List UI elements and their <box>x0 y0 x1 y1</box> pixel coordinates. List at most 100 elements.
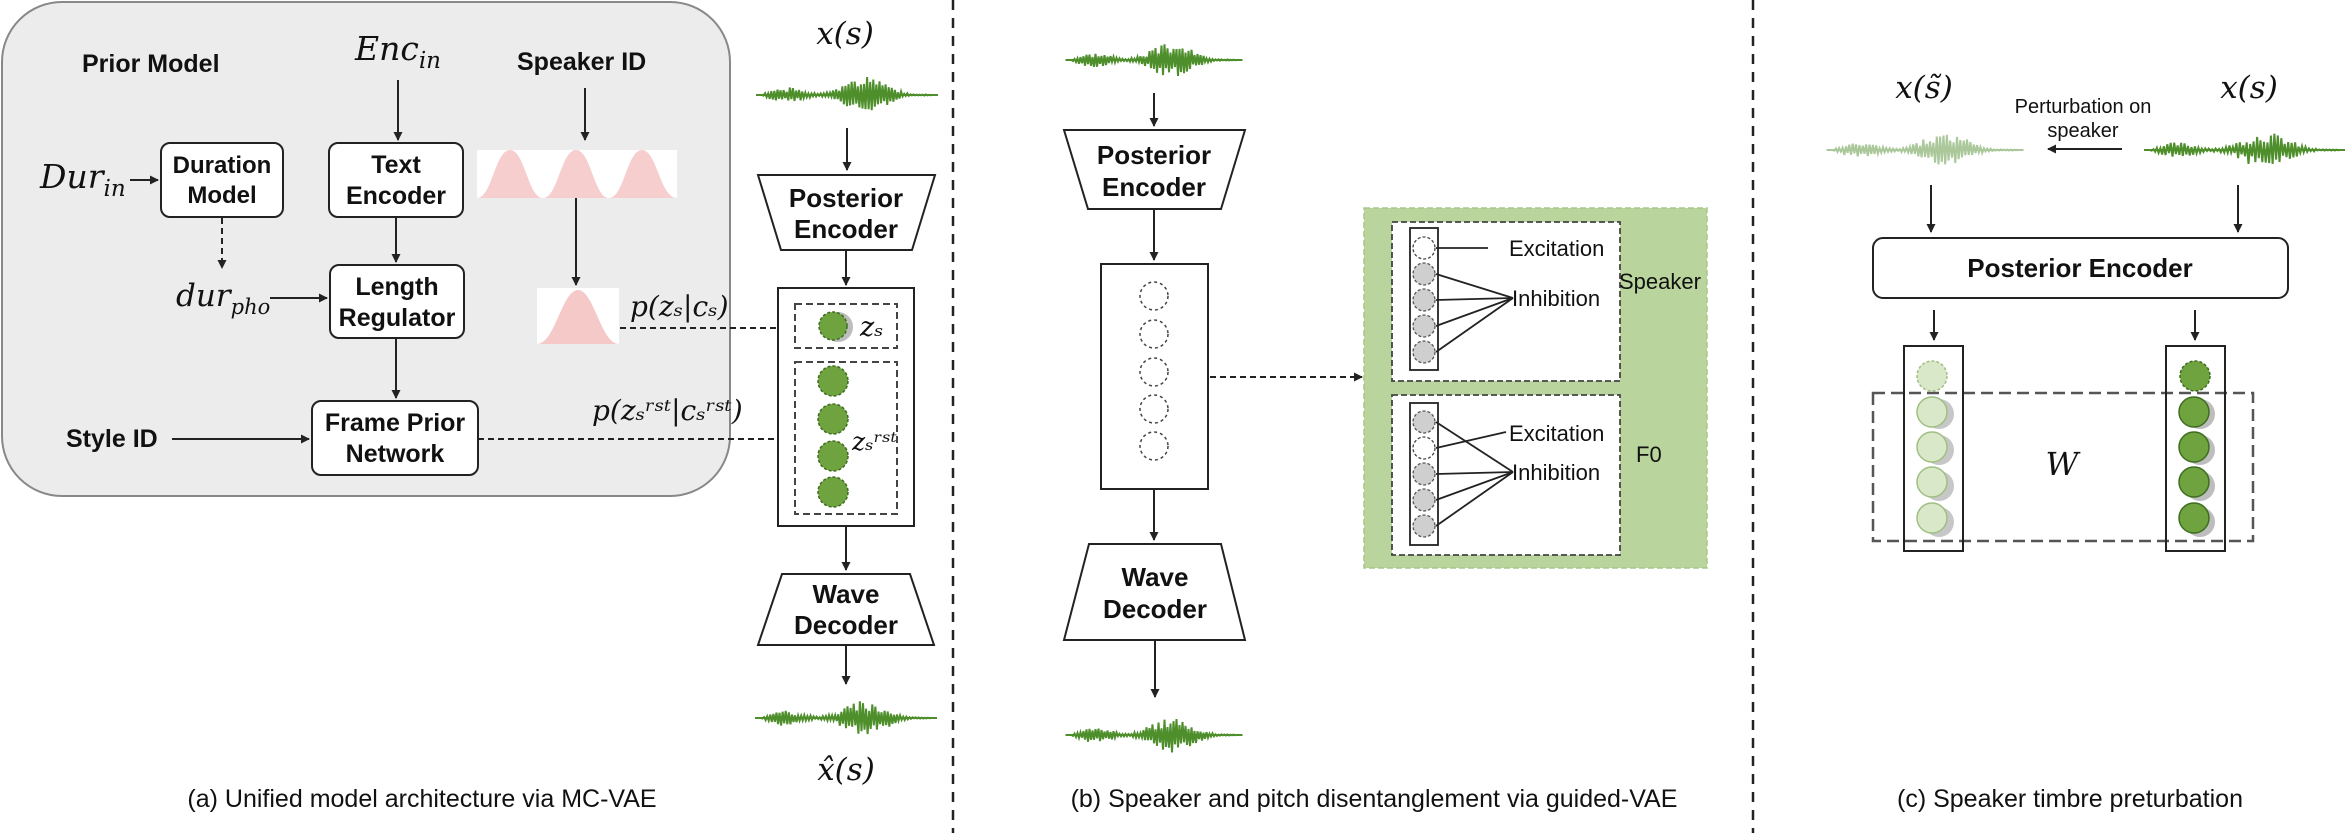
input-waveform-a <box>756 77 938 111</box>
perturbation-line2: speaker <box>2047 120 2118 142</box>
panel-a: Prior Model Encin Speaker ID Durin Durat… <box>1 1 938 813</box>
posterior-encoder-c-label: Posterior Encoder <box>1967 253 2192 283</box>
output-waveform-a <box>755 701 937 735</box>
duration-model-box <box>160 142 284 218</box>
posterior-encoder-b <box>1062 129 1247 210</box>
speaker-excitation-label: Excitation <box>1509 236 1604 261</box>
w-dashed-box <box>1871 391 2255 543</box>
length-regulator-line2: Regulator <box>339 304 456 332</box>
f0-inhibition-line-3 <box>1435 471 1514 501</box>
original-latent-node-5 <box>2178 502 2210 534</box>
prior-model-label: Prior Model <box>82 50 220 78</box>
output-waveform-b <box>1065 718 1243 753</box>
panel-c: x(s̃) x(s) Perturbation on speaker Poste… <box>1826 70 2345 813</box>
length-regulator-box <box>329 264 465 339</box>
zrst-node-2 <box>817 403 849 435</box>
style-id-label: Style ID <box>66 425 158 453</box>
f0-inhibition-line-1 <box>1435 421 1514 473</box>
speaker-inhibition-label: Inhibition <box>1512 286 1600 311</box>
f0-inhibition-line-4 <box>1435 471 1514 527</box>
f0-node-4 <box>1412 488 1436 512</box>
p-zrst-crst-label: p(zₛʳˢᵗ|cₛʳˢᵗ) <box>592 394 743 427</box>
original-latent-column <box>2165 345 2226 552</box>
latent-b-node-1 <box>1139 281 1169 311</box>
zrst-node-4 <box>817 476 849 508</box>
posterior-encoder-b-line1: Posterior <box>1097 140 1211 170</box>
original-latent-node-2 <box>2178 396 2210 428</box>
x-tilde-s-label: x(s̃) <box>1895 70 1953 106</box>
speaker-inhibition-line-3 <box>1435 297 1514 327</box>
wave-decoder-b-line2: Decoder <box>1103 594 1207 624</box>
zrst-label: zₛʳˢᵗ <box>851 427 897 456</box>
zrst-node-1 <box>817 365 849 397</box>
length-regulator-line1: Length <box>355 273 438 301</box>
caption-c: (c) Speaker timbre preturbation <box>1897 785 2243 813</box>
speaker-node-1 <box>1412 236 1436 260</box>
perturbed-latent-node-3 <box>1916 431 1948 463</box>
f0-node-1 <box>1412 410 1436 434</box>
latent-b-node-3 <box>1139 357 1169 387</box>
latent-b-node-4 <box>1139 394 1169 424</box>
text-encoder-line2: Encoder <box>346 182 446 210</box>
perturbed-latent-node-4 <box>1916 466 1948 498</box>
dur-pho-label: durpho <box>176 278 270 319</box>
original-waveform-c <box>2144 133 2345 165</box>
perturbed-latent-node-2 <box>1916 396 1948 428</box>
zrst-dashed-box <box>794 361 898 515</box>
perturbation-line1: Perturbation on <box>2015 96 2152 118</box>
input-waveform-b <box>1065 44 1243 76</box>
wave-decoder-a-line1: Wave <box>813 579 880 609</box>
perturbed-latent-node-5 <box>1916 502 1948 534</box>
enc-in-label: Encin <box>354 29 441 74</box>
gaussian-mixture-icon <box>477 150 677 198</box>
frame-prior-line2: Network <box>346 440 445 468</box>
speaker-node-5 <box>1412 340 1436 364</box>
panel-b: Posterior Encoder Wave Decoder Excitatio… <box>1062 44 1708 813</box>
zs-node <box>818 311 848 341</box>
f0-node-5 <box>1412 514 1436 538</box>
f0-excitation-line <box>1435 431 1507 449</box>
original-latent-node-3 <box>2178 431 2210 463</box>
perturbed-latent-node-1 <box>1916 360 1948 392</box>
selected-gaussian-icon <box>537 288 619 344</box>
speaker-id-label: Speaker ID <box>517 48 646 76</box>
zrst-node-3 <box>817 440 849 472</box>
original-latent-node-1 <box>2179 360 2211 392</box>
f0-inhibition-label: Inhibition <box>1512 460 1600 485</box>
zs-label: zₛ <box>859 312 883 343</box>
f0-node-2 <box>1412 436 1436 460</box>
dur-in-label: Durin <box>39 157 126 202</box>
text-encoder-box <box>328 142 464 218</box>
speaker-inhibition-line-2 <box>1435 297 1514 301</box>
perturbed-latent-column <box>1903 345 1964 552</box>
wave-decoder-b-line1: Wave <box>1122 562 1189 592</box>
original-latent-node-4 <box>2178 466 2210 498</box>
latent-b-node-2 <box>1139 319 1169 349</box>
posterior-encoder-c <box>1872 237 2289 299</box>
x-hat-s-label: x̂(s) <box>817 752 875 788</box>
text-encoder-line1: Text <box>371 151 421 179</box>
posterior-encoder-a-line1: Posterior <box>789 183 903 213</box>
speaker-inhibition-line-4 <box>1435 297 1514 353</box>
perturbed-waveform <box>1826 134 2024 165</box>
prior-model-box <box>1 1 731 497</box>
frame-prior-line1: Frame Prior <box>325 409 466 437</box>
f0-node-3 <box>1412 462 1436 486</box>
wave-decoder-b <box>1062 543 1247 641</box>
posterior-encoder-a <box>756 174 937 251</box>
caption-a: (a) Unified model architecture via MC-VA… <box>187 785 656 813</box>
x-s-label-a: x(s) <box>816 16 874 52</box>
speaker-node-4 <box>1412 314 1436 338</box>
speaker-node-2 <box>1412 262 1436 286</box>
wave-decoder-a <box>756 573 936 646</box>
posterior-encoder-a-line2: Encoder <box>794 214 898 244</box>
latent-b-node-5 <box>1139 431 1169 461</box>
zs-dashed-box <box>794 303 898 349</box>
wave-decoder-a-line2: Decoder <box>794 610 898 640</box>
f0-inhibition-line-2 <box>1435 471 1514 475</box>
duration-model-line1: Duration <box>173 152 272 179</box>
f0-label: F0 <box>1636 442 1662 467</box>
x-s-label-c: x(s) <box>2220 70 2278 106</box>
speaker-inhibition-line-1 <box>1435 273 1514 299</box>
